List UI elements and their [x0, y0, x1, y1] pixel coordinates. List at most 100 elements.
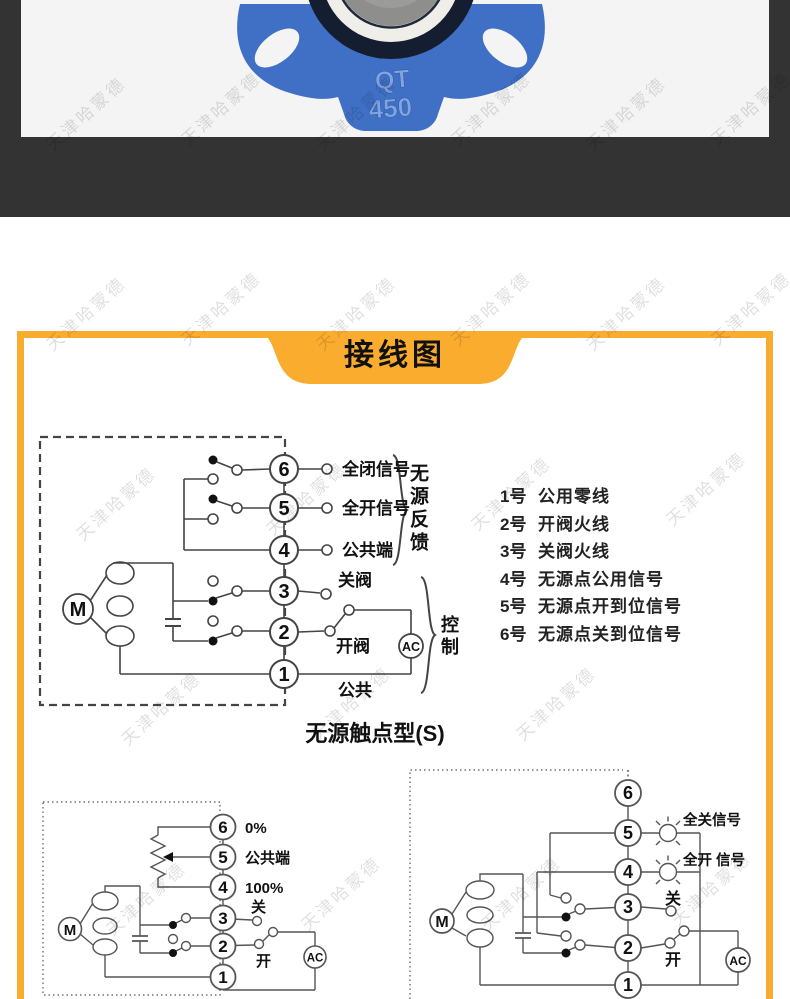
motor-icon — [57, 916, 83, 942]
terminal-circle — [269, 535, 299, 565]
terminal-circle — [269, 493, 299, 523]
label-full-open-signal: 全开信号 — [341, 498, 410, 518]
capacitor-icon — [132, 935, 148, 942]
control-group-label: 控制 — [439, 615, 459, 659]
legend-number: 4号 — [500, 569, 527, 589]
ac-label: AC — [402, 640, 420, 654]
terminal-circle — [269, 454, 299, 484]
butterfly-valve-image: QT 450 — [237, 0, 545, 131]
legend-desc: 无源点开到位信号 — [538, 597, 682, 616]
valve-ear-hole-right — [482, 28, 528, 68]
terminal-number: 1 — [218, 968, 227, 987]
motor-winding — [105, 561, 135, 585]
legend-desc: 无源点公用信号 — [538, 569, 664, 589]
legend-number: 6号 — [500, 624, 527, 644]
terminal-number: 4 — [218, 878, 228, 897]
legend-item: 5号无源点开到位信号 — [500, 593, 682, 621]
label-close: 关 — [665, 889, 681, 908]
motor-winding — [91, 891, 119, 911]
terminal-circle — [614, 779, 642, 807]
legend-item: 4号无源点公用信号 — [500, 566, 682, 594]
terminal-circle — [209, 873, 237, 901]
terminal-circle — [614, 893, 642, 921]
terminal-number: 3 — [218, 909, 227, 928]
legend-number: 5号 — [500, 597, 527, 616]
potentiometer-icon — [149, 834, 167, 879]
label-full-close-signal: 全闭信号 — [341, 459, 410, 479]
terminal-number: 4 — [278, 540, 290, 562]
photo-strip: QT 450 — [0, 0, 790, 137]
feedback-group-label: 无源反馈 — [407, 463, 428, 555]
photo-background: QT 450 — [21, 0, 769, 137]
ac-power-icon — [303, 945, 327, 969]
terminal-circle — [209, 813, 237, 841]
lamp-icon — [658, 823, 678, 843]
terminal-number: 5 — [218, 848, 227, 867]
terminal-number: 5 — [278, 498, 289, 520]
label-zero-percent: 0% — [245, 820, 267, 837]
diagram-potentiometer: 6 5 4 3 2 1 0% 公共端 100% 关 开 M AC — [42, 801, 327, 996]
legend-item: 6号无源点关到位信号 — [500, 621, 682, 649]
legend-item: 2号开阀火线 — [500, 511, 682, 539]
terminal-circle — [269, 659, 299, 689]
terminal-number: 4 — [623, 862, 633, 882]
diagram-lamp-feedback: 6 5 4 3 2 1 全关信号 全开 信号 关 开 M AC — [409, 769, 751, 999]
label-full-open-signal: 全开 信号 — [682, 851, 745, 869]
legend-item: 3号关阀火线 — [500, 538, 682, 566]
terminal-circle — [209, 963, 237, 991]
terminal-number: 5 — [623, 823, 633, 843]
capacitor-icon — [165, 618, 181, 627]
label-open-valve: 开阀 — [336, 636, 370, 656]
panel-title: 接线图 — [344, 339, 446, 372]
terminal-number: 1 — [278, 664, 289, 686]
motor-label: M — [64, 922, 77, 939]
terminal-legend: 1号公用零线 2号开阀火线 3号关阀火线 4号无源点公用信号 5号无源点开到位信… — [500, 483, 682, 648]
terminal-circle — [614, 858, 642, 886]
valve-marking-line2: 450 — [368, 92, 413, 125]
actuator-dashed-border — [38, 435, 287, 707]
label-full-close-signal: 全关信号 — [682, 811, 741, 829]
terminal-circle — [269, 617, 299, 647]
wiring-panel-tab: 接线图 — [255, 331, 535, 385]
valve-marking-line1: QT — [374, 65, 411, 96]
ac-power-icon — [398, 633, 424, 659]
terminal-number: 2 — [623, 938, 633, 958]
label-close-valve: 关阀 — [338, 570, 372, 590]
motor-winding — [466, 928, 494, 948]
ac-label: AC — [307, 953, 324, 965]
motor-winding — [465, 880, 495, 900]
valve-body — [237, 4, 545, 131]
terminal-number: 1 — [623, 975, 633, 995]
legend-number: 3号 — [500, 542, 527, 561]
terminal-number: 3 — [278, 581, 289, 603]
terminal-circle — [209, 932, 237, 960]
terminal-circle — [209, 904, 237, 932]
ac-power-icon — [725, 947, 751, 973]
actuator-dotted-border — [42, 801, 221, 996]
motor-winding — [92, 938, 118, 956]
label-common-terminal: 公共端 — [342, 540, 393, 560]
legend-desc: 关阀火线 — [538, 542, 610, 561]
terminal-circle — [209, 843, 237, 871]
valve-ear-hole-left — [254, 28, 300, 68]
label-common: 公共 — [338, 681, 372, 700]
tab-shape — [255, 331, 535, 384]
lamp-icon — [658, 862, 678, 882]
motor-winding — [105, 625, 135, 647]
label-open: 开 — [665, 951, 681, 969]
valve-disc-highlight — [364, 0, 418, 8]
label-open: 开 — [256, 953, 271, 970]
valve-disc-edge — [341, 0, 441, 29]
motor-label: M — [435, 914, 448, 931]
capacitor-icon — [515, 932, 531, 939]
wiring-panel — [17, 331, 773, 999]
terminal-circle — [614, 819, 642, 847]
diagram-passive-contact: 6 5 4 3 2 1 全闭信号 全开信号 公共端 关阀 开阀 公共 M AC — [38, 435, 437, 707]
motor-icon — [429, 908, 455, 934]
legend-desc: 公用零线 — [538, 487, 610, 506]
motor-winding — [466, 906, 494, 924]
diagram-main-title: 无源触点型(S) — [305, 721, 445, 746]
terminal-circle — [614, 971, 642, 999]
motor-winding — [92, 917, 118, 935]
control-group-brace — [420, 576, 437, 694]
